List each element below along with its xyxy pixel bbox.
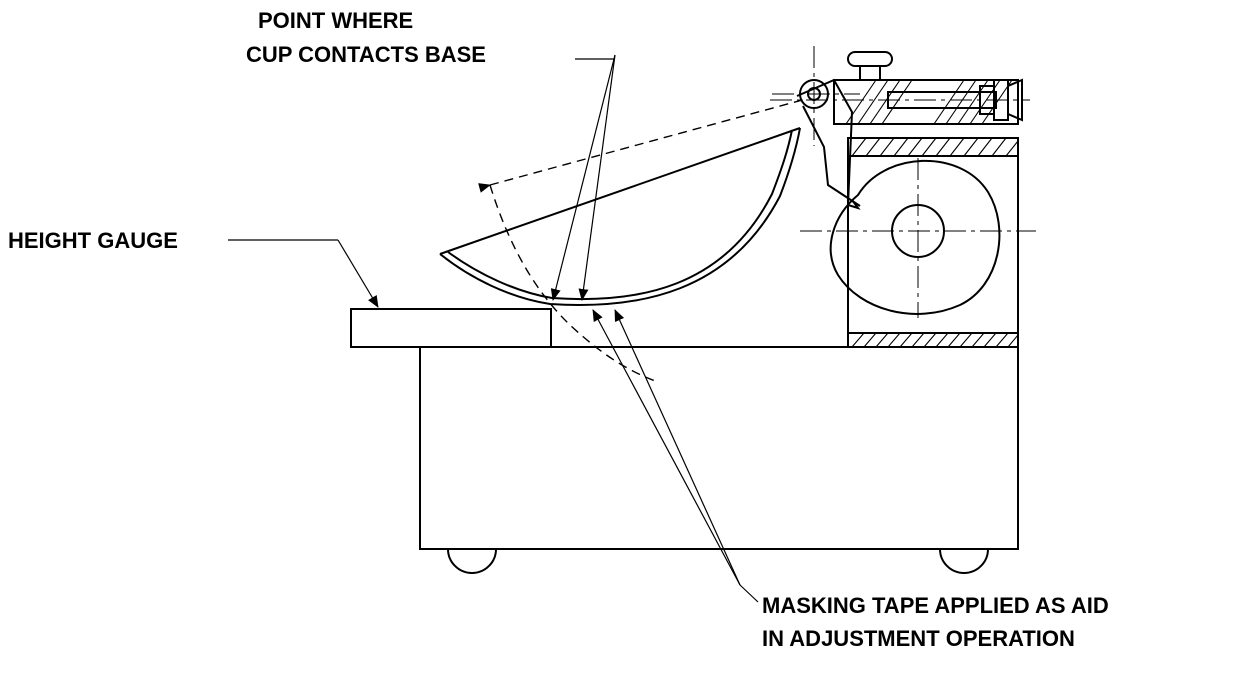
base-feet <box>447 548 989 574</box>
leader-point-where <box>550 54 616 301</box>
right-foot <box>939 548 989 574</box>
height-gauge-block <box>350 308 552 348</box>
label-masking-line1: MASKING TAPE APPLIED AS AID <box>762 593 1109 618</box>
label-point-where-line1: POINT WHERE <box>258 8 413 33</box>
base-body <box>419 346 1019 550</box>
swing-path <box>478 98 807 383</box>
top-knob-stem <box>859 65 881 81</box>
bottom-hatch <box>851 332 1019 348</box>
cup <box>439 127 801 307</box>
cam-wheel <box>800 158 1036 318</box>
leader-height-gauge <box>228 239 379 308</box>
label-masking-line2: IN ADJUSTMENT OPERATION <box>762 626 1075 651</box>
cup-housing <box>847 137 1019 348</box>
top-knob-cap <box>847 51 893 67</box>
label-masking-bold: MASKING <box>762 593 866 618</box>
leader-masking-tape <box>592 309 759 603</box>
hinge-arm <box>772 46 861 210</box>
label-masking-rest: TAPE APPLIED AS AID <box>866 593 1109 618</box>
top-hatch <box>851 137 1019 157</box>
label-height-gauge: HEIGHT GAUGE <box>8 228 178 253</box>
label-point-where-line2: CUP CONTACTS BASE <box>246 42 486 67</box>
cup-rim <box>439 127 801 255</box>
side-knob-cap <box>1007 78 1023 122</box>
adjustment-head <box>770 51 1030 125</box>
left-foot <box>447 548 497 574</box>
